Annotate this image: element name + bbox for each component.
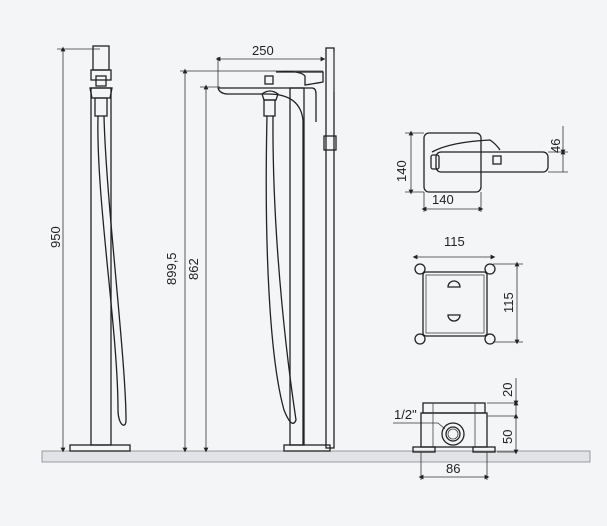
box-top-view: 115 115	[412, 234, 523, 345]
top-view: 140 140 46	[394, 126, 568, 212]
dim-115-horizontal-label: 115	[444, 234, 465, 249]
dim-250-label: 250	[252, 43, 274, 58]
box-side-view: 1/2" 20 50 86	[393, 378, 519, 480]
side-view: 950	[48, 45, 131, 453]
dim-86-label: 86	[446, 461, 460, 476]
dim-899-label: 899,5	[164, 252, 179, 285]
dim-140-vertical-label: 140	[394, 160, 409, 182]
dim-46-label: 46	[548, 139, 563, 153]
dim-115-vertical-label: 115	[501, 292, 516, 313]
dim-140-horizontal-label: 140	[432, 192, 454, 207]
dim-862-label: 862	[186, 258, 201, 280]
dim-50-label: 50	[500, 430, 515, 444]
floor-base	[41, 450, 591, 463]
dim-20-label: 20	[500, 383, 515, 397]
connection-size-label: 1/2"	[394, 407, 417, 422]
dim-950-label: 950	[48, 226, 63, 248]
front-view: 899,5 862 250	[164, 43, 337, 453]
